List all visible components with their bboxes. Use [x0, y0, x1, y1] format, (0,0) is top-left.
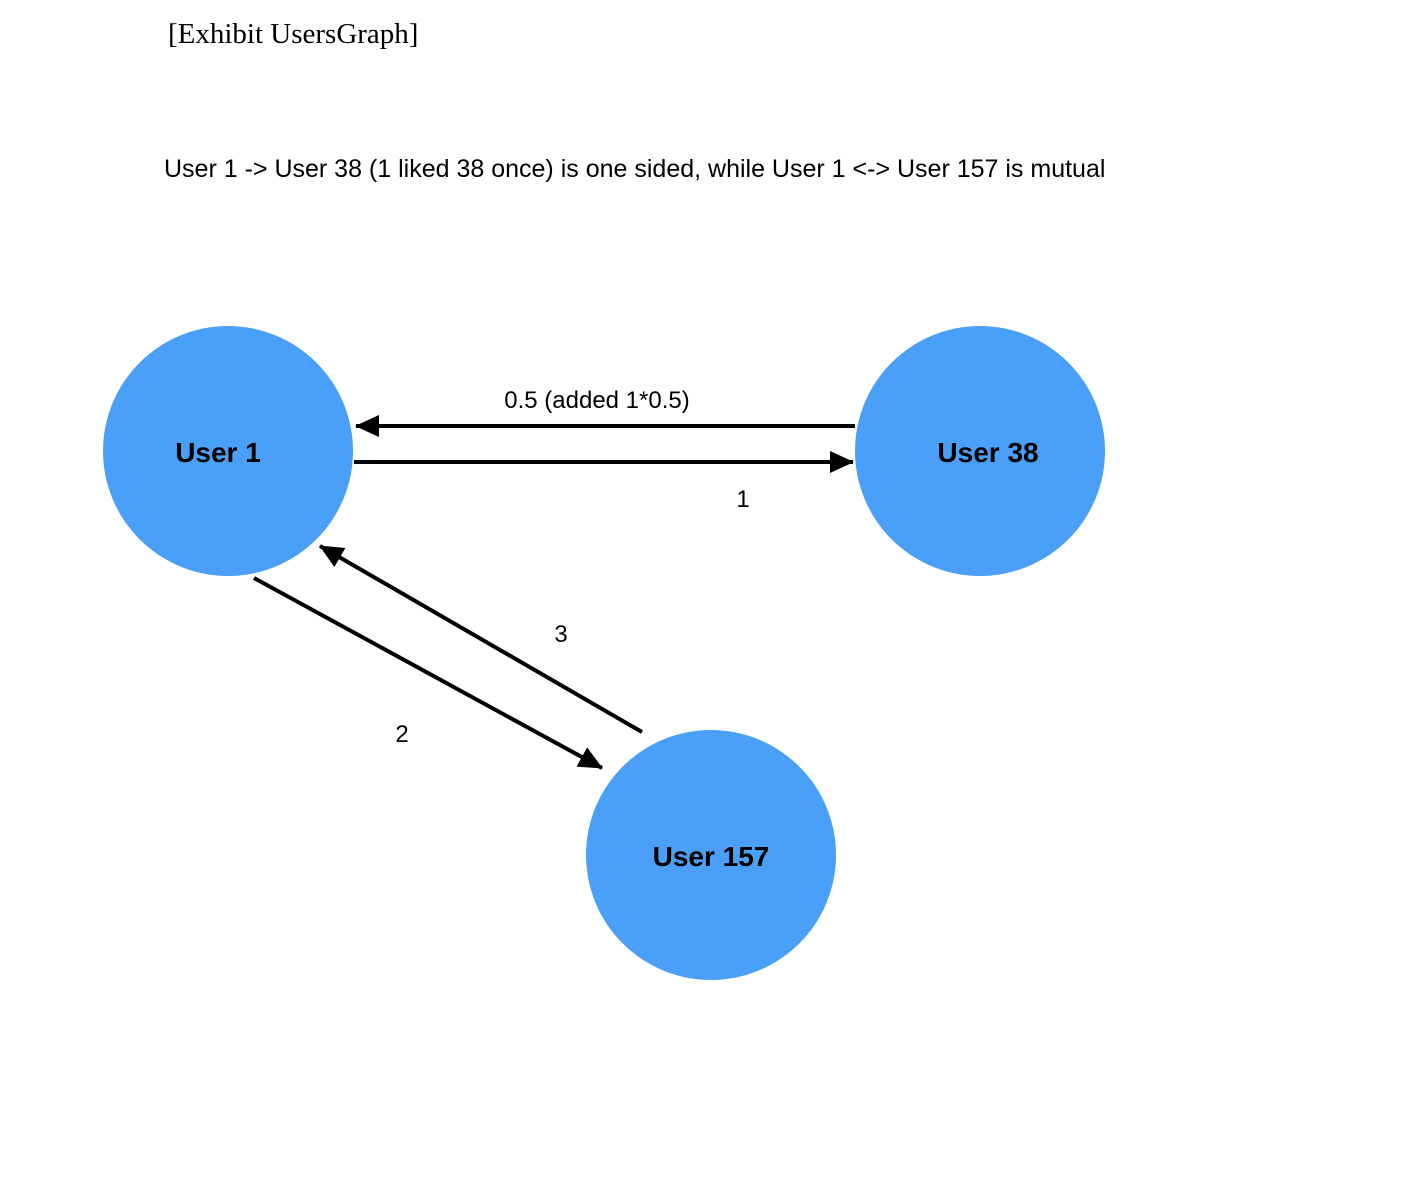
- edge-label-user38-to-user1: 0.5 (added 1*0.5): [504, 387, 689, 414]
- node-user157-circle: [586, 730, 836, 980]
- node-user1-circle: [103, 326, 353, 576]
- node-user157-label: User 157: [653, 841, 770, 872]
- node-user38: User 38: [855, 326, 1105, 576]
- node-user157: User 157: [586, 730, 836, 980]
- edge-user157-to-user1: [318, 544, 644, 734]
- edge-label-user1-to-user157: 2: [395, 721, 408, 748]
- node-user1: User 1: [103, 326, 353, 576]
- exhibit-title: [Exhibit UsersGraph]: [168, 18, 419, 50]
- edge-user1-to-user157: [253, 576, 603, 770]
- node-user38-label: User 38: [937, 437, 1038, 468]
- node-user1-label: User 1: [175, 437, 261, 468]
- edge-label-user1-to-user38: 1: [736, 486, 749, 513]
- node-user38-circle: [855, 326, 1105, 576]
- edge-label-user157-to-user1: 3: [554, 621, 567, 648]
- diagram-caption: User 1 -> User 38 (1 liked 38 once) is o…: [164, 155, 1106, 183]
